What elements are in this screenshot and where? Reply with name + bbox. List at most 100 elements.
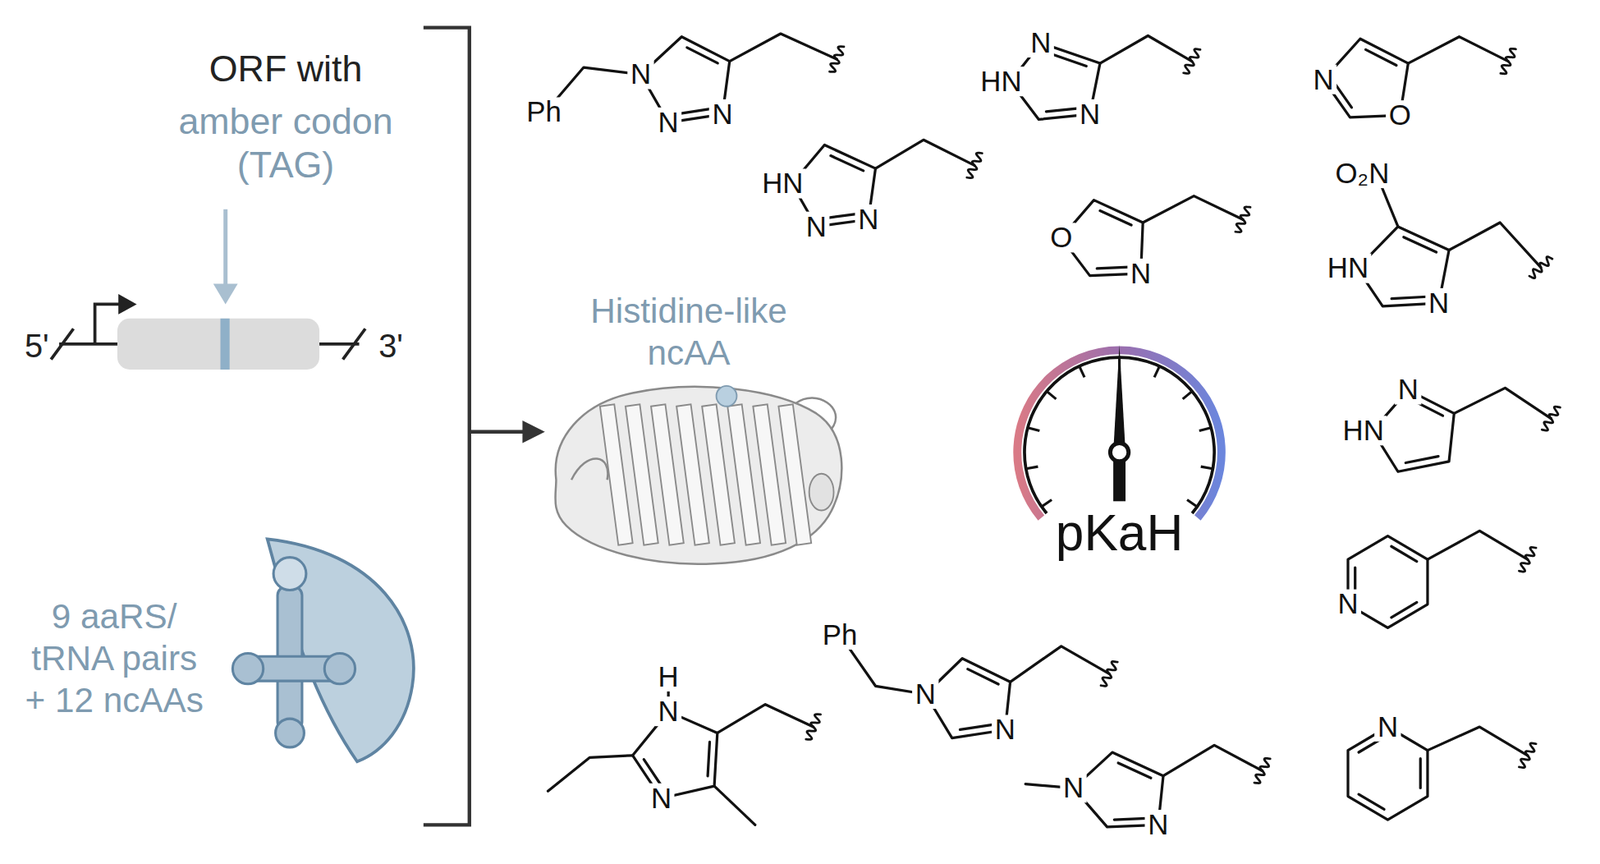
atom-label: Ph bbox=[819, 619, 861, 651]
atom-label: O₂N bbox=[1332, 158, 1393, 189]
result-arrow-head bbox=[522, 420, 545, 443]
side-chain-structure bbox=[843, 638, 1119, 739]
double-bond bbox=[707, 741, 710, 775]
substituent-bond bbox=[547, 755, 633, 792]
protein-illustration bbox=[554, 385, 842, 564]
promoter-arrow-head bbox=[118, 293, 137, 315]
substituent-bond bbox=[714, 785, 756, 825]
double-bond bbox=[1100, 210, 1132, 226]
atom-label: N bbox=[802, 211, 830, 243]
protein-outline bbox=[554, 386, 842, 564]
wavy-bond bbox=[829, 46, 844, 73]
trna-loop-right bbox=[324, 653, 355, 684]
caption-text: Histidine-like ncAA bbox=[561, 289, 817, 373]
double-bond bbox=[1114, 817, 1147, 820]
caption-text: 9 aaRS/ tRNA pairs + 12 ncAAs bbox=[22, 595, 207, 721]
gauge-hub bbox=[1109, 442, 1128, 461]
result-arrow-shaft bbox=[469, 430, 526, 434]
double-bond bbox=[676, 108, 711, 114]
wavy-bond bbox=[806, 714, 821, 740]
wavy-bond bbox=[1541, 406, 1560, 431]
atom-label: O bbox=[1046, 222, 1076, 253]
backbone-bond bbox=[1453, 387, 1551, 418]
gauge-tick bbox=[1154, 366, 1160, 378]
gauge-tick bbox=[1187, 499, 1197, 507]
double-bond bbox=[1096, 266, 1130, 269]
gauge-tick bbox=[1041, 499, 1052, 507]
backbone-bond bbox=[1142, 196, 1243, 223]
backbone-bond bbox=[1010, 646, 1110, 683]
end-label: 5' bbox=[24, 326, 50, 367]
atom-label: N bbox=[627, 59, 655, 90]
atom-label: N bbox=[1374, 711, 1402, 743]
gauge-tick bbox=[1182, 390, 1192, 399]
atom-label: N bbox=[1076, 99, 1104, 130]
wavy-bond bbox=[1100, 660, 1118, 686]
dna-break-right bbox=[343, 328, 366, 359]
side-chain-structure bbox=[546, 33, 844, 123]
ribosome-shape bbox=[267, 538, 414, 762]
double-bond bbox=[967, 669, 999, 684]
double-bond bbox=[1358, 793, 1385, 809]
backbone-bond bbox=[1427, 530, 1528, 560]
wavy-bond bbox=[1254, 757, 1270, 783]
orf-bar bbox=[117, 318, 320, 370]
double-bond bbox=[1334, 82, 1353, 107]
atom-label: N bbox=[854, 204, 882, 235]
side-chain-structure bbox=[1357, 181, 1553, 307]
atom-label: N bbox=[1059, 772, 1087, 803]
atom-label: H bbox=[655, 661, 683, 693]
gauge-tick bbox=[1026, 466, 1039, 469]
double-bond bbox=[1366, 49, 1397, 65]
gauge-needle bbox=[1113, 344, 1126, 453]
atom-label: N bbox=[709, 99, 737, 130]
double-bond bbox=[830, 155, 864, 171]
beta-strand bbox=[778, 403, 812, 546]
atom-label: O bbox=[1385, 100, 1415, 131]
wavy-bond bbox=[1518, 742, 1536, 768]
wavy-bond bbox=[1183, 49, 1201, 74]
gauge-tick bbox=[1027, 427, 1040, 431]
double-bond bbox=[1045, 108, 1079, 112]
backbone-bond bbox=[1427, 726, 1528, 756]
double-bond bbox=[959, 724, 994, 729]
backbone-bond bbox=[729, 33, 838, 62]
protein-helix bbox=[809, 473, 835, 511]
atom-label: N bbox=[1310, 64, 1338, 96]
side-chain-structure bbox=[1323, 36, 1516, 118]
wavy-bond bbox=[1518, 546, 1536, 572]
double-bond bbox=[1118, 762, 1151, 778]
wavy-bond bbox=[1235, 206, 1251, 233]
side-chain-structure bbox=[547, 679, 821, 826]
dna-line-left bbox=[59, 342, 121, 346]
pka-gauge bbox=[1017, 344, 1222, 518]
atom-label: HN bbox=[1339, 415, 1388, 446]
atom-label: N bbox=[1394, 375, 1422, 406]
atom-label: N bbox=[991, 714, 1019, 745]
gauge-tick bbox=[1046, 390, 1056, 399]
trna-amino-acid bbox=[273, 557, 307, 591]
double-bond bbox=[1403, 237, 1437, 253]
atom-label: N bbox=[655, 107, 683, 138]
promoter-arrow bbox=[95, 303, 121, 344]
codon-arrow-head bbox=[213, 284, 239, 305]
atom-label: HN bbox=[977, 66, 1026, 97]
gauge-tick bbox=[1079, 366, 1085, 378]
atom-label: N bbox=[1425, 288, 1453, 319]
backbone-bond bbox=[717, 704, 814, 734]
end-label: 3' bbox=[378, 326, 404, 367]
chemical-structures bbox=[546, 33, 1560, 827]
wavy-bond bbox=[967, 152, 983, 178]
atom-label: N bbox=[1027, 27, 1055, 59]
trna-symbol bbox=[232, 557, 355, 748]
side-chain-structure bbox=[1061, 196, 1251, 276]
ncaa-site bbox=[716, 385, 738, 407]
atom-label: N bbox=[1127, 258, 1155, 289]
backbone-bond bbox=[1163, 744, 1263, 775]
atom-label: Ph bbox=[523, 96, 565, 128]
caption-text: ORF with bbox=[209, 45, 363, 91]
protein-loop bbox=[571, 397, 836, 480]
atom-label: N bbox=[1334, 589, 1362, 620]
trna-anticodon-loop bbox=[275, 718, 305, 748]
